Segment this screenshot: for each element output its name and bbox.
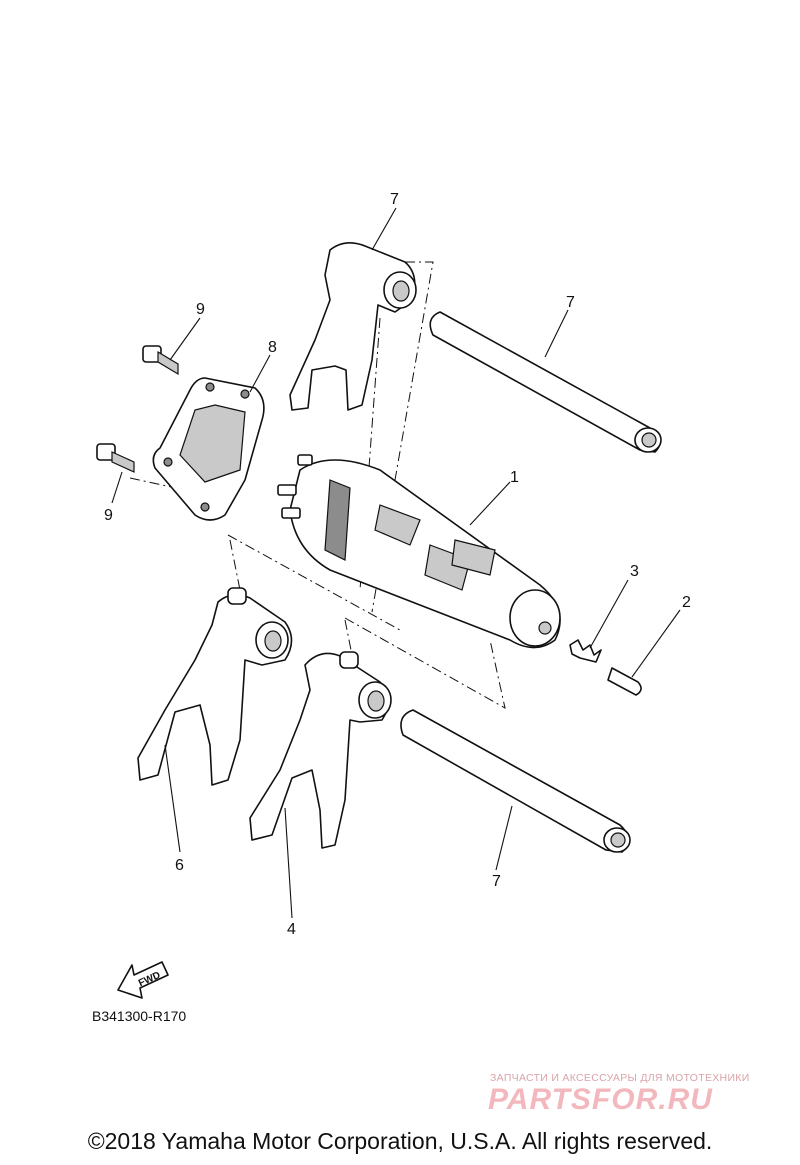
callout-7-lower: 7 bbox=[492, 873, 501, 890]
callout-3: 3 bbox=[630, 563, 639, 580]
callout-1: 1 bbox=[510, 469, 519, 486]
shift-fork-4-part[interactable] bbox=[249, 651, 392, 849]
shaft-lower-part[interactable] bbox=[400, 709, 631, 853]
diagram-code: B341300-R170 bbox=[92, 1008, 187, 1024]
leader-lines bbox=[111, 207, 681, 919]
callout-2: 2 bbox=[682, 594, 691, 611]
fwd-arrow-icon: FWD bbox=[117, 961, 169, 999]
callout-9-upper: 9 bbox=[196, 301, 205, 318]
copyright-notice: ©2018 Yamaha Motor Corporation, U.S.A. A… bbox=[87, 1128, 713, 1154]
callout-9-lower: 9 bbox=[104, 507, 113, 524]
callout-8: 8 bbox=[268, 339, 277, 356]
segment-plate-part[interactable] bbox=[152, 377, 265, 521]
watermark-logo: PARTSFOR.RU bbox=[488, 1083, 713, 1116]
shift-fork-6-part[interactable] bbox=[137, 587, 293, 786]
bolt-upper-part[interactable] bbox=[142, 345, 179, 376]
shift-drum-part[interactable] bbox=[277, 454, 561, 649]
pin-part[interactable] bbox=[607, 667, 642, 696]
bolt-lower-part[interactable] bbox=[96, 443, 135, 473]
callout-7-upper: 7 bbox=[566, 294, 575, 311]
callout-4: 4 bbox=[287, 921, 296, 938]
callout-6: 6 bbox=[175, 857, 184, 874]
spring-part[interactable] bbox=[569, 639, 602, 663]
shaft-upper-part[interactable] bbox=[429, 311, 662, 453]
watermark-tagline: ЗАПЧАСТИ И АКСЕССУАРЫ ДЛЯ МОТОТЕХНИКИ bbox=[490, 1072, 750, 1084]
callouts: 7 7 8 9 9 1 3 2 6 4 7 bbox=[104, 191, 691, 938]
callout-5: 7 bbox=[390, 191, 399, 208]
shift-fork-5-part[interactable] bbox=[289, 242, 417, 411]
